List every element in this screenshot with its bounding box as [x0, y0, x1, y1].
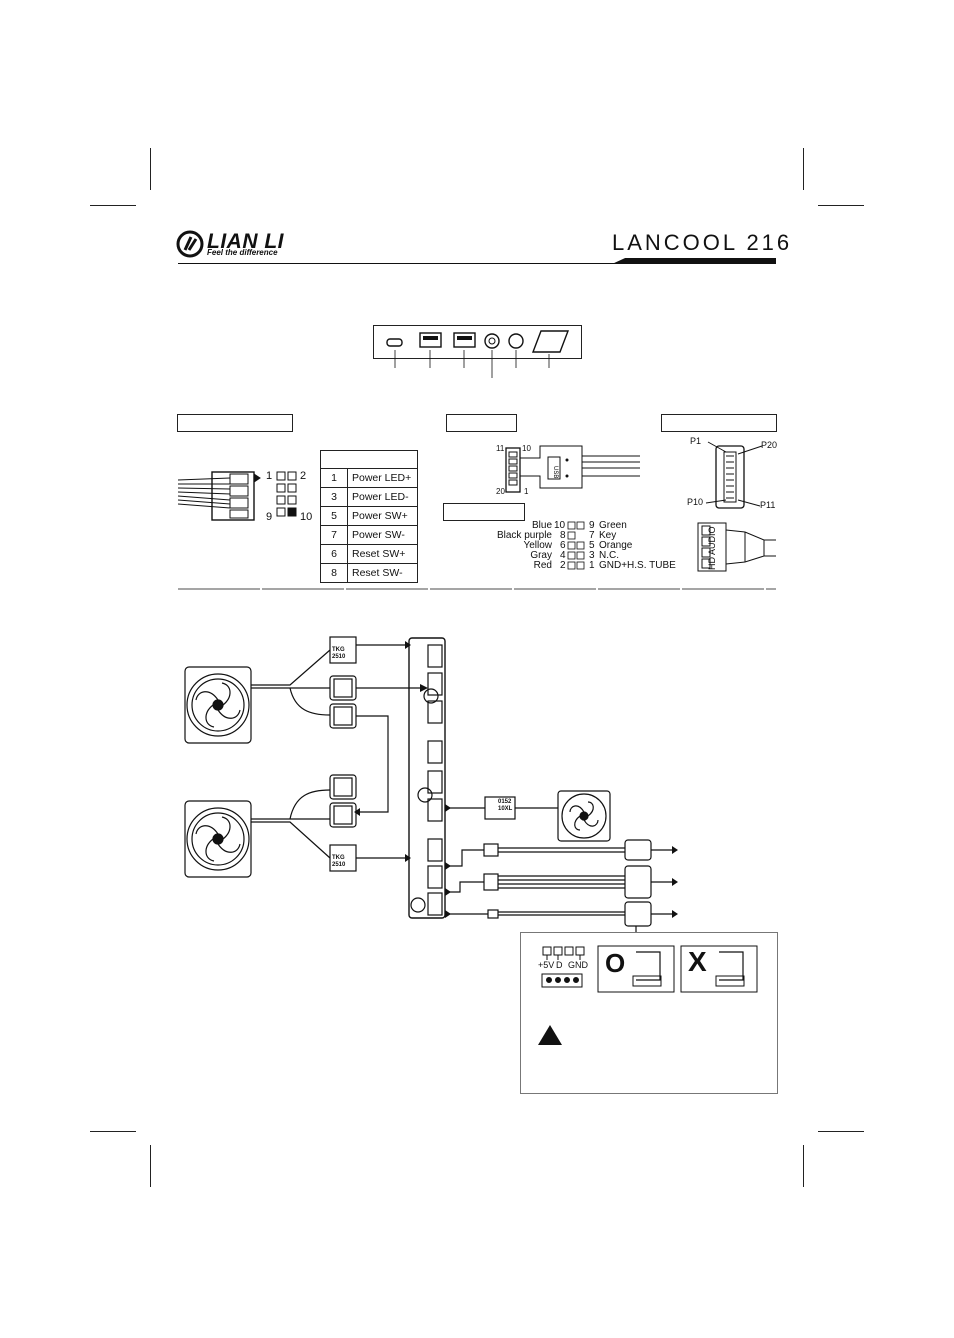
usb-section-title-box: [446, 414, 517, 432]
pin-label-10: 10: [300, 511, 313, 523]
wrong-mark: X: [688, 946, 707, 977]
type-c-section-title-box: [661, 414, 777, 432]
argb-note-box: [520, 932, 778, 1094]
list-item: Yellow 6 5 Orange: [523, 540, 633, 551]
fan-bottom-icon: [184, 800, 252, 878]
argb-label-5v: +5V: [538, 960, 555, 970]
rear-fan-icon: [557, 790, 611, 842]
type-c-p11: P11: [760, 500, 776, 510]
lianli-logo-icon: [176, 230, 204, 258]
fan-bottom-label: TKG 2510: [332, 855, 346, 868]
usb-pin-10: 10: [522, 444, 531, 453]
correct-mark: O: [605, 948, 626, 978]
pin-label-1: 1: [266, 470, 273, 482]
rear-fan-label: 0152 10XL: [498, 799, 513, 812]
crop-mark: [803, 1145, 804, 1187]
type-c-p10: P10: [687, 497, 704, 507]
crop-mark: [150, 148, 151, 190]
header-accent-bar: [612, 258, 776, 264]
pin-label-2: 2: [300, 470, 307, 482]
list-item: Blue 10 9 Green: [531, 520, 627, 531]
crop-mark: [150, 1145, 151, 1187]
usb-pinout-title-box: [443, 503, 525, 521]
argb-label-gnd: GND: [568, 960, 588, 970]
argb-label-d: D: [556, 960, 563, 970]
hd-audio-connector: [697, 522, 776, 572]
product-name: LANCOOL 216: [612, 230, 793, 255]
crop-mark: [818, 1131, 864, 1132]
pin-label-9: 9: [266, 511, 273, 523]
usb-pin-11: 11: [496, 444, 505, 453]
svg-text:USB: USB: [552, 466, 558, 478]
front-panel-section-title-box: [177, 414, 293, 432]
brand-logo: LIAN LI Feel the difference: [176, 230, 316, 260]
type-c-p1: P1: [690, 436, 702, 446]
warning-triangle-icon: [538, 1025, 562, 1045]
usb-pin-1: 1: [524, 487, 529, 496]
fan-top-label: TKG 2510: [332, 647, 346, 660]
type-c-p20: P20: [761, 440, 778, 450]
crop-mark: [803, 148, 804, 190]
brand-tagline: Feel the difference: [207, 248, 278, 257]
brand-name: LIAN LI: [207, 230, 284, 253]
list-item: Red 2 1 GND+H.S. TUBE: [533, 560, 676, 571]
usb-pin-20: 20: [496, 487, 505, 496]
header-rule: [178, 263, 776, 264]
list-item: Black purple 8 7 Key: [496, 530, 617, 541]
crop-mark: [90, 1131, 136, 1132]
crop-mark: [90, 205, 136, 206]
fan-top-icon: [184, 666, 252, 744]
crop-mark: [818, 205, 864, 206]
list-item: Gray 4 3 N.C.: [530, 550, 619, 561]
